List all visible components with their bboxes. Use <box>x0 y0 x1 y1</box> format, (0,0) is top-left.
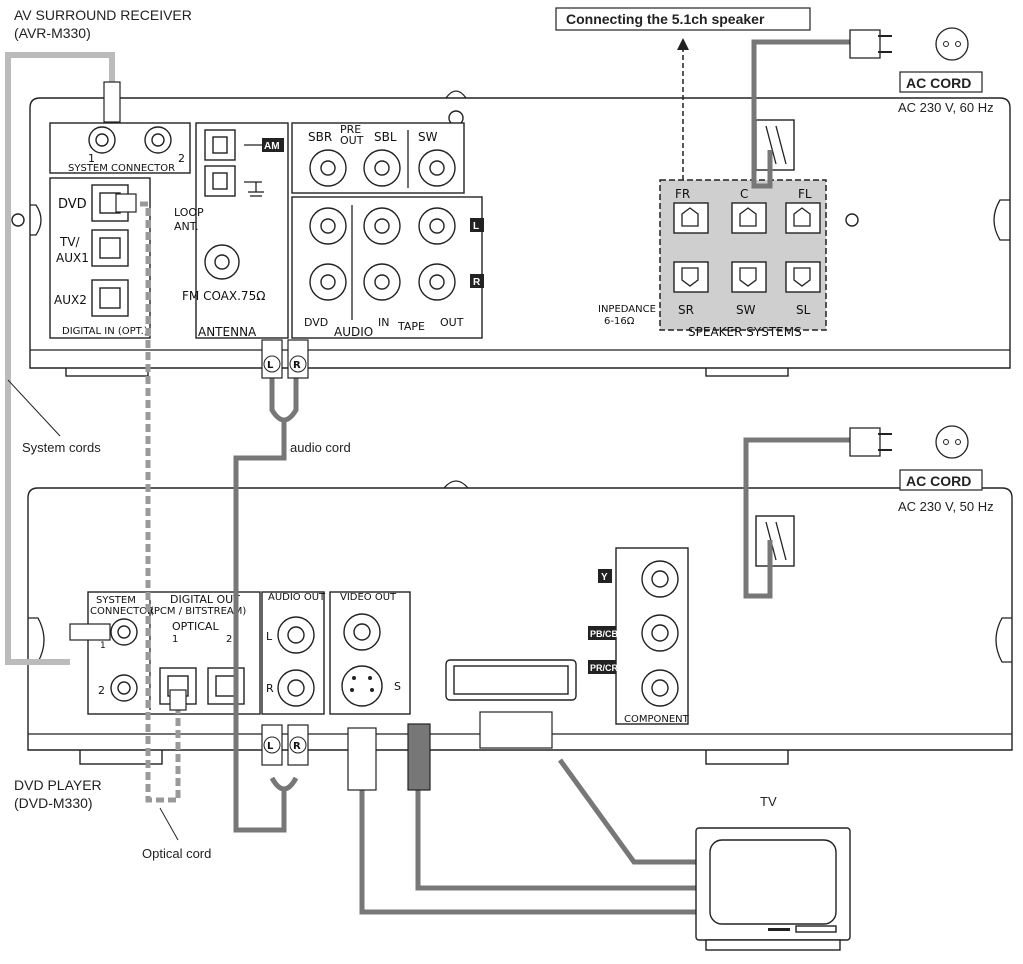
digital-out-label: DIGITAL OUT <box>170 593 240 606</box>
speaker-sw: SW <box>736 303 756 317</box>
pre-out-pre: PRE <box>340 123 361 136</box>
callout-51-speaker: Connecting the 5.1ch speaker <box>555 7 811 180</box>
impedance-label-1: INPEDANCE <box>598 304 656 315</box>
receiver-model: (AVR-M330) <box>14 25 91 41</box>
ac-cord-1-spec: AC 230 V, 60 Hz <box>898 100 994 115</box>
ac-cord-2: AC CORD AC 230 V, 50 Hz <box>898 469 994 514</box>
speaker-sr: SR <box>678 303 694 317</box>
ac-cord-2-cable <box>743 437 850 599</box>
audio-badge-r: R <box>473 277 481 288</box>
ac-cord-1-cable <box>751 39 850 189</box>
pre-out-sbr: SBR <box>308 130 332 144</box>
system-cords-label: System cords <box>22 440 101 455</box>
scart-cable <box>557 758 696 865</box>
optical-cord <box>128 201 181 803</box>
dvd-player-rear-panel: SYSTEM CONNECTOR 1 2 DIGITAL OUT (PCM / … <box>27 480 1013 765</box>
audio-badge-l: L <box>473 221 479 232</box>
optical-cord-label: Optical cord <box>142 846 211 861</box>
am-label: AM <box>264 141 280 152</box>
dvd-name: DVD PLAYER <box>14 777 102 793</box>
sc-num-1: 1 <box>88 152 95 165</box>
impedance-label-2: 6-16Ω <box>604 316 635 327</box>
av-receiver-rear-panel: 1 2 SYSTEM CONNECTOR DVD TV/ AUX1 AUX2 D… <box>11 90 1011 377</box>
component-y: Y <box>601 572 608 583</box>
speaker-fr: FR <box>675 187 690 201</box>
dvd-plug-l: L <box>267 741 274 752</box>
ac-cord-1-label: AC CORD <box>906 75 971 91</box>
tv: TV <box>695 794 851 951</box>
component-pb: PB/CB <box>590 629 619 639</box>
dvd-system-connector-1: SYSTEM <box>96 595 136 606</box>
rec-plug-r: R <box>293 360 301 371</box>
audio-out-label: AUDIO OUT <box>268 592 326 603</box>
ac-cord-1: AC CORD AC 230 V, 60 Hz <box>898 71 994 115</box>
component-label: COMPONENT <box>624 714 690 725</box>
video-cable <box>415 790 696 891</box>
system-connector-label: SYSTEM CONNECTOR <box>68 163 175 174</box>
optical-num-2: 2 <box>226 634 232 645</box>
ac-cord-2-label: AC CORD <box>906 473 971 489</box>
pre-out-out: OUT <box>340 134 364 147</box>
audio-out-l: L <box>266 630 273 643</box>
rec-plug-l: L <box>267 360 274 371</box>
pre-out-sw: SW <box>418 130 438 144</box>
receiver-name: AV SURROUND RECEIVER <box>14 7 192 23</box>
digital-in-aux1: AUX1 <box>56 251 89 265</box>
component-pr: PR/CR <box>590 663 619 673</box>
optical-label: OPTICAL <box>172 620 219 633</box>
dvd-model: (DVD-M330) <box>14 795 93 811</box>
dvd-sc-num-2: 2 <box>98 684 105 697</box>
optical-num-1: 1 <box>172 634 178 645</box>
audio-dvd-label: DVD <box>304 316 328 329</box>
digital-in-dvd: DVD <box>58 197 87 212</box>
tape-in-label: IN <box>378 316 389 329</box>
s-video-cable <box>359 790 696 915</box>
tv-label: TV <box>760 794 777 809</box>
speaker-sl: SL <box>796 303 811 317</box>
tape-label: TAPE <box>397 320 425 333</box>
pcm-bitstream-label: (PCM / BITSTREAM) <box>150 606 246 617</box>
pre-out-sbl: SBL <box>374 130 397 144</box>
digital-in-aux2: AUX2 <box>54 293 87 307</box>
dvd-system-connector-2: CONNECTOR <box>90 606 154 617</box>
digital-in-label: DIGITAL IN (OPT.) <box>62 326 148 337</box>
ac-cord-2-spec: AC 230 V, 50 Hz <box>898 499 994 514</box>
audio-out-r: R <box>266 682 274 695</box>
dvd-plug-r: R <box>293 741 301 752</box>
s-video-label: S <box>394 680 401 693</box>
speaker-c: C <box>740 187 748 201</box>
cables: L R L R <box>5 27 969 915</box>
audio-cord <box>233 420 287 833</box>
video-out-label: VIDEO OUT <box>340 592 397 603</box>
antenna-label: ANTENNA <box>198 325 257 339</box>
callout-51-text: Connecting the 5.1ch speaker <box>566 11 765 27</box>
system-cord <box>5 52 115 665</box>
speaker-systems-label: SPEAKER SYSTEMS <box>688 325 802 339</box>
dvd-sc-num-1: 1 <box>100 641 106 651</box>
tape-out-label: OUT <box>440 316 464 329</box>
audio-label: AUDIO <box>334 325 373 339</box>
sc-num-2: 2 <box>178 152 185 165</box>
audio-cord-label: audio cord <box>290 440 351 455</box>
speaker-fl: FL <box>798 187 812 201</box>
digital-in-tv: TV/ <box>59 235 81 249</box>
loop-ant-2: ANT. <box>174 220 199 233</box>
fm-coax-label: FM COAX.75Ω <box>182 289 265 303</box>
loop-ant-1: LOOP <box>174 206 204 219</box>
